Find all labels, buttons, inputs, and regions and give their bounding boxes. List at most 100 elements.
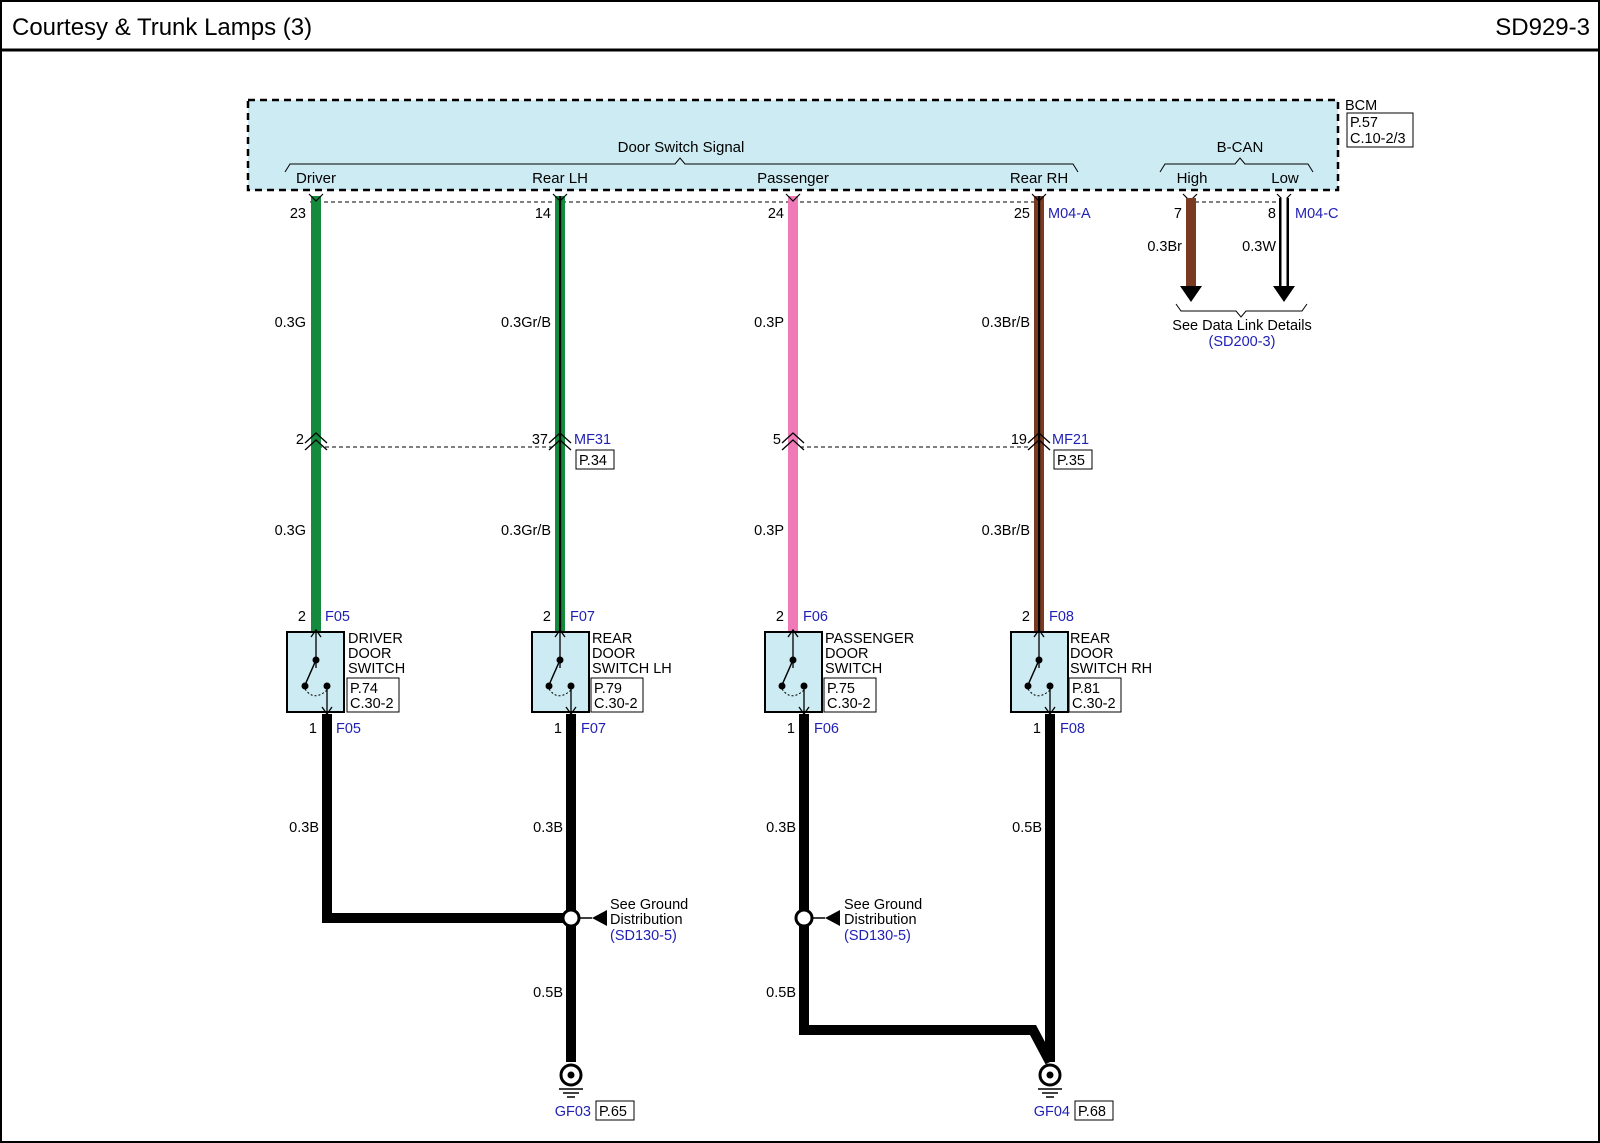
pin-passenger-sw-top: 2: [776, 609, 784, 625]
conn-passenger-bot: F06: [814, 721, 839, 737]
ground-gf04-name: GF04: [1034, 1104, 1070, 1120]
rear-lh-switch-ref: C.30-2: [594, 696, 638, 712]
pin-passenger-bcm: 24: [768, 206, 784, 222]
pin-passenger-sw-bot: 1: [787, 721, 795, 737]
driver-switch-page: P.74: [350, 681, 378, 697]
ground-gf03-name: GF03: [555, 1104, 591, 1120]
wire-can-low: [1281, 198, 1287, 286]
signal-label-passenger: Passenger: [757, 170, 829, 187]
pin-can-high: 7: [1174, 206, 1182, 222]
pin-rear-lh-bcm: 14: [535, 206, 551, 222]
bcm-ref-page: P.57: [1350, 115, 1378, 131]
rear-rh-switch-name-2: DOOR: [1070, 646, 1114, 662]
pin-rear-lh-mid: 37: [532, 432, 548, 448]
wire-label-rear-lh-upper: 0.3Gr/B: [501, 315, 551, 331]
rear-rh-switch-page: P.81: [1072, 681, 1100, 697]
ground-ref-left-2: Distribution: [610, 912, 683, 928]
wire-rear-rh-stripe: [1038, 196, 1041, 631]
conn-rear-rh-bot: F08: [1060, 721, 1085, 737]
conn-rear-rh-top: F08: [1049, 609, 1074, 625]
driver-switch-name-3: SWITCH: [348, 661, 405, 677]
rear-rh-door-switch: [1010, 628, 1069, 716]
wire-passenger: [788, 196, 798, 631]
signal-label-driver: Driver: [296, 170, 336, 187]
ground-gf03-symbol: [559, 1063, 583, 1098]
data-link-text: See Data Link Details: [1172, 318, 1311, 334]
passenger-switch-name-2: DOOR: [825, 646, 869, 662]
wire-label-passenger-lower: 0.3P: [754, 523, 784, 539]
wire-rear-lh-stripe: [559, 196, 562, 631]
can-low-label: Low: [1271, 170, 1299, 187]
pin-driver-mid: 2: [296, 432, 304, 448]
pin-passenger-mid: 5: [773, 432, 781, 448]
wire-label-gf03: 0.5B: [533, 985, 563, 1001]
rear-lh-switch-page: P.79: [594, 681, 622, 697]
pin-rear-rh-sw-top: 2: [1022, 609, 1030, 625]
conn-driver-bot: F05: [336, 721, 361, 737]
driver-door-switch: [286, 628, 345, 716]
signal-label-rear-lh: Rear LH: [532, 170, 588, 187]
wire-label-rear-rh-upper: 0.3Br/B: [982, 315, 1030, 331]
page-title: Courtesy & Trunk Lamps (3): [12, 14, 312, 41]
ground-ref-right-1: See Ground: [844, 897, 922, 913]
bcan-label: B-CAN: [1217, 139, 1264, 156]
pin-can-low: 8: [1268, 206, 1276, 222]
passenger-door-switch: [764, 628, 823, 716]
can-low-arrow: [1273, 286, 1295, 302]
rear-lh-door-switch: [531, 628, 590, 716]
conn-mf31-label: MF31: [574, 432, 611, 448]
pin-rear-rh-sw-bot: 1: [1033, 721, 1041, 737]
wire-driver: [311, 196, 321, 631]
ground-ref-left-1: See Ground: [610, 897, 688, 913]
ground-gf04-ref-box: [1074, 1100, 1114, 1121]
pin-rear-rh-bcm: 25: [1014, 206, 1030, 222]
pin-rear-lh-sw-bot: 1: [554, 721, 562, 737]
rear-lh-switch-name-3: SWITCH LH: [592, 661, 672, 677]
bcm-pin-chevrons: [308, 193, 1292, 202]
conn-rear-lh-top: F07: [570, 609, 595, 625]
wire-label-driver-upper: 0.3G: [275, 315, 306, 331]
splice-right: [794, 908, 814, 928]
ground-gf04-page: P.68: [1078, 1104, 1106, 1120]
pin-driver-bcm: 23: [290, 206, 306, 222]
conn-m04c-label: M04-C: [1295, 206, 1339, 222]
door-signal-label: Door Switch Signal: [618, 139, 745, 156]
ground-ref-right-2: Distribution: [844, 912, 917, 928]
wire-driver-ground: [322, 714, 571, 923]
conn-mf31-ref-box: [575, 449, 615, 470]
passenger-switch-ref: C.30-2: [827, 696, 871, 712]
pin-rear-lh-sw-top: 2: [543, 609, 551, 625]
rear-rh-switch-name-3: SWITCH RH: [1070, 661, 1152, 677]
conn-rear-lh-bot: F07: [581, 721, 606, 737]
pin-driver-sw-bot: 1: [309, 721, 317, 737]
door-signal-bracket: [284, 157, 1079, 173]
can-high-arrow: [1180, 286, 1202, 302]
rear-lh-switch-ref-box: [590, 677, 644, 713]
conn-mf21-ref: P.35: [1057, 453, 1085, 469]
bcm-label: BCM: [1345, 98, 1377, 114]
conn-passenger-top: F06: [803, 609, 828, 625]
ground-gf03-ref-box: [595, 1100, 635, 1121]
bcan-bracket: [1159, 157, 1314, 173]
pin-driver-sw-top: 2: [298, 609, 306, 625]
rear-lh-switch-name-2: DOOR: [592, 646, 636, 662]
ground-ref-left-3: (SD130-5): [610, 928, 677, 944]
conn-driver-top: F05: [325, 609, 350, 625]
driver-switch-ref-box: [346, 677, 400, 713]
rear-rh-switch-name-1: REAR: [1070, 631, 1110, 647]
wire-label-passenger-ground: 0.3B: [766, 820, 796, 836]
conn-mf21-ref-box: [1053, 449, 1093, 470]
signal-label-rear-rh: Rear RH: [1010, 170, 1068, 187]
ground-ref-arrow-right: [825, 910, 840, 926]
rear-rh-switch-ref: C.30-2: [1072, 696, 1116, 712]
conn-mf31-ref: P.34: [579, 453, 607, 469]
wire-label-rear-rh-ground: 0.5B: [1012, 820, 1042, 836]
pin-rear-rh-mid: 19: [1011, 432, 1027, 448]
passenger-switch-name-3: SWITCH: [825, 661, 882, 677]
ground-ref-right-3: (SD130-5): [844, 928, 911, 944]
can-high-label: High: [1177, 170, 1208, 187]
ground-gf04-symbol: [1038, 1063, 1062, 1098]
bcm-ref-box: [1346, 112, 1414, 148]
wire-label-driver-lower: 0.3G: [275, 523, 306, 539]
